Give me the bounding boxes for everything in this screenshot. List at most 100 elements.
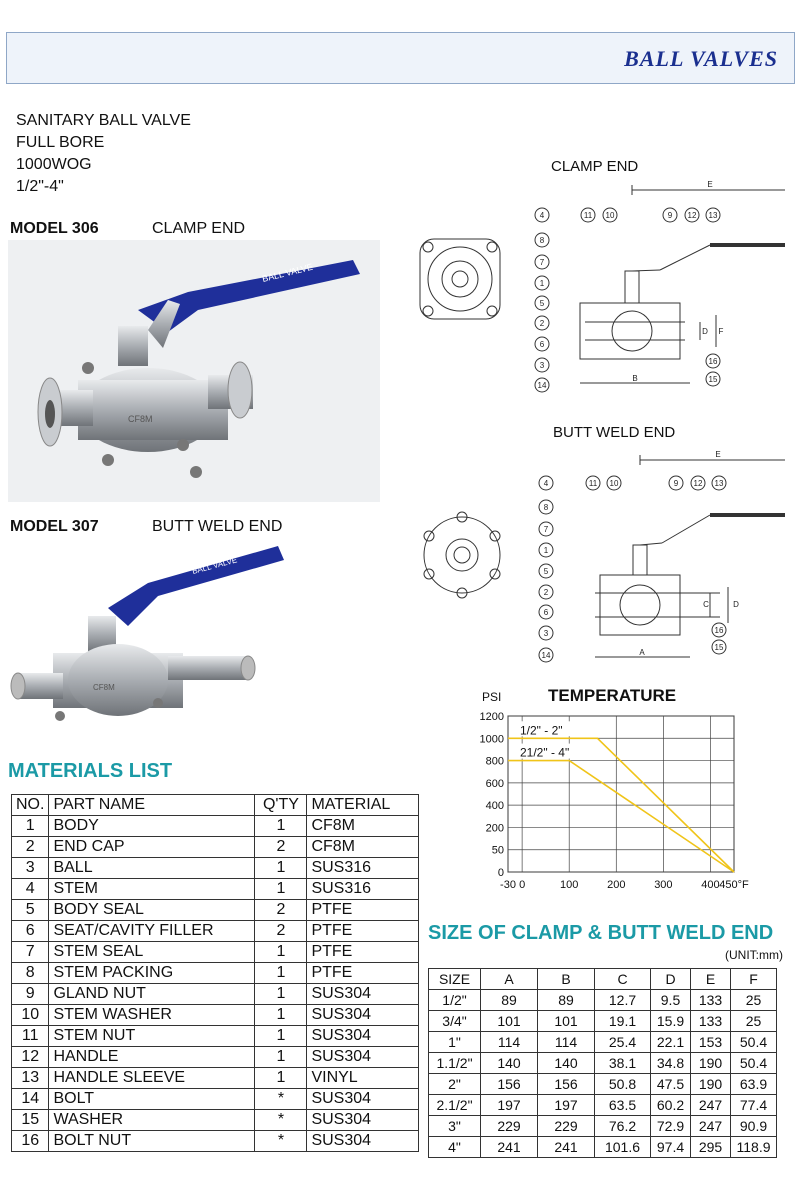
model-306-photo: BALL VALVE CF8M: [8, 240, 380, 502]
bw-callout-15: 15: [715, 643, 724, 652]
callout-4: 4: [540, 211, 545, 220]
size-cell-a: 101: [480, 1010, 538, 1032]
x-tick-label: 0: [519, 879, 525, 891]
size-cell-c: 25.4: [594, 1031, 651, 1053]
bw-callout-4: 4: [544, 479, 549, 488]
callout-12: 12: [688, 211, 697, 220]
cell-material: CF8M: [306, 815, 420, 837]
size-cell-f: 25: [730, 989, 777, 1011]
cell-material: SUS304: [306, 1046, 420, 1068]
cell-no: 8: [10, 962, 50, 984]
cell-no: 13: [10, 1067, 50, 1089]
cell-material: SUS304: [306, 1130, 420, 1152]
size-cell-a: 89: [480, 989, 538, 1011]
size-cell-f: 63.9: [730, 1073, 777, 1095]
cell-no: 16: [10, 1130, 50, 1152]
bw-callout-3: 3: [544, 629, 549, 638]
cell-part-name: END CAP: [48, 836, 256, 858]
cell-part-name: BOLT NUT: [48, 1130, 256, 1152]
y-tick-label: 1200: [480, 711, 504, 723]
cell-qty: 1: [254, 1025, 308, 1047]
cell-part-name: BALL: [48, 857, 256, 879]
cell-material: SUS316: [306, 857, 420, 879]
cell-part-name: GLAND NUT: [48, 983, 256, 1005]
header-banner: [6, 32, 795, 84]
cell-part-name: STEM WASHER: [48, 1004, 256, 1026]
dim-butt-a: A: [639, 648, 645, 657]
cell-qty: 1: [254, 815, 308, 837]
cell-qty: 1: [254, 857, 308, 879]
cell-part-name: STEM PACKING: [48, 962, 256, 984]
size-cell-f: 50.4: [730, 1031, 777, 1053]
callout-3: 3: [540, 361, 545, 370]
cell-no: 2: [10, 836, 50, 858]
cell-part-name: BOLT: [48, 1088, 256, 1110]
cell-qty: 1: [254, 878, 308, 900]
model-306-desc: CLAMP END: [152, 220, 246, 237]
cell-material: SUS304: [306, 983, 420, 1005]
size-cell-a: 197: [480, 1094, 538, 1116]
cell-part-name: BODY: [48, 815, 256, 837]
size-cell-a: 229: [480, 1115, 538, 1137]
header-no: NO.: [10, 794, 50, 816]
cell-part-name: WASHER: [48, 1109, 256, 1131]
size-cell-d: 9.5: [650, 989, 691, 1011]
valve-buttweld-image: BALL VALVE CF8M: [10, 546, 284, 721]
size-table-title: SIZE OF CLAMP & BUTT WELD END: [428, 922, 774, 944]
butt-face-view: [423, 511, 501, 599]
size-cell-b: 197: [537, 1094, 595, 1116]
cell-part-name: STEM NUT: [48, 1025, 256, 1047]
cell-no: 7: [10, 941, 50, 963]
chart-title: TEMPERATURE: [548, 686, 677, 705]
size-cell-d: 97.4: [650, 1136, 691, 1158]
model-306-label: MODEL 306: [10, 220, 99, 237]
size-cell-e: 190: [690, 1052, 731, 1074]
cell-material: PTFE: [306, 941, 420, 963]
callout-15: 15: [709, 375, 718, 384]
series-line: [508, 759, 735, 873]
materials-header-row: NO. PART NAME Q'TY MATERIAL: [10, 794, 420, 816]
size-cell-a: 114: [480, 1031, 538, 1053]
size-cell-e: 247: [690, 1115, 731, 1137]
dim-clamp-b: B: [632, 374, 637, 383]
callout-14: 14: [538, 381, 547, 390]
valve-clamp-image: BALL VALVE CF8M: [8, 240, 380, 502]
intro-line-2: FULL BORE: [16, 134, 105, 151]
size-header-b: B: [537, 968, 595, 990]
size-cell-size: 2.1/2": [428, 1094, 481, 1116]
size-header-row: SIZE A B C D E F: [428, 968, 777, 990]
size-cell-a: 241: [480, 1136, 538, 1158]
size-cell-f: 118.9: [730, 1136, 777, 1158]
cell-material: SUS304: [306, 1025, 420, 1047]
size-cell-size: 1.1/2": [428, 1052, 481, 1074]
page-title: BALL VALVES: [624, 46, 778, 71]
series-label: 1/2" - 2": [520, 723, 563, 737]
size-cell-b: 140: [537, 1052, 595, 1074]
callout-9: 9: [668, 211, 673, 220]
dim-butt-c: C: [703, 600, 709, 609]
size-cell-d: 72.9: [650, 1115, 691, 1137]
cell-material: VINYL: [306, 1067, 420, 1089]
cell-no: 5: [10, 899, 50, 921]
size-cell-e: 153: [690, 1031, 731, 1053]
bw-callout-2: 2: [544, 588, 549, 597]
callout-6: 6: [540, 340, 545, 349]
size-cell-d: 60.2: [650, 1094, 691, 1116]
y-tick-label: 600: [486, 778, 504, 790]
intro-line-1: SANITARY BALL VALVE: [16, 112, 191, 129]
x-tick-label: 300: [654, 879, 672, 891]
callout-1: 1: [540, 279, 545, 288]
cell-material: SUS304: [306, 1004, 420, 1026]
